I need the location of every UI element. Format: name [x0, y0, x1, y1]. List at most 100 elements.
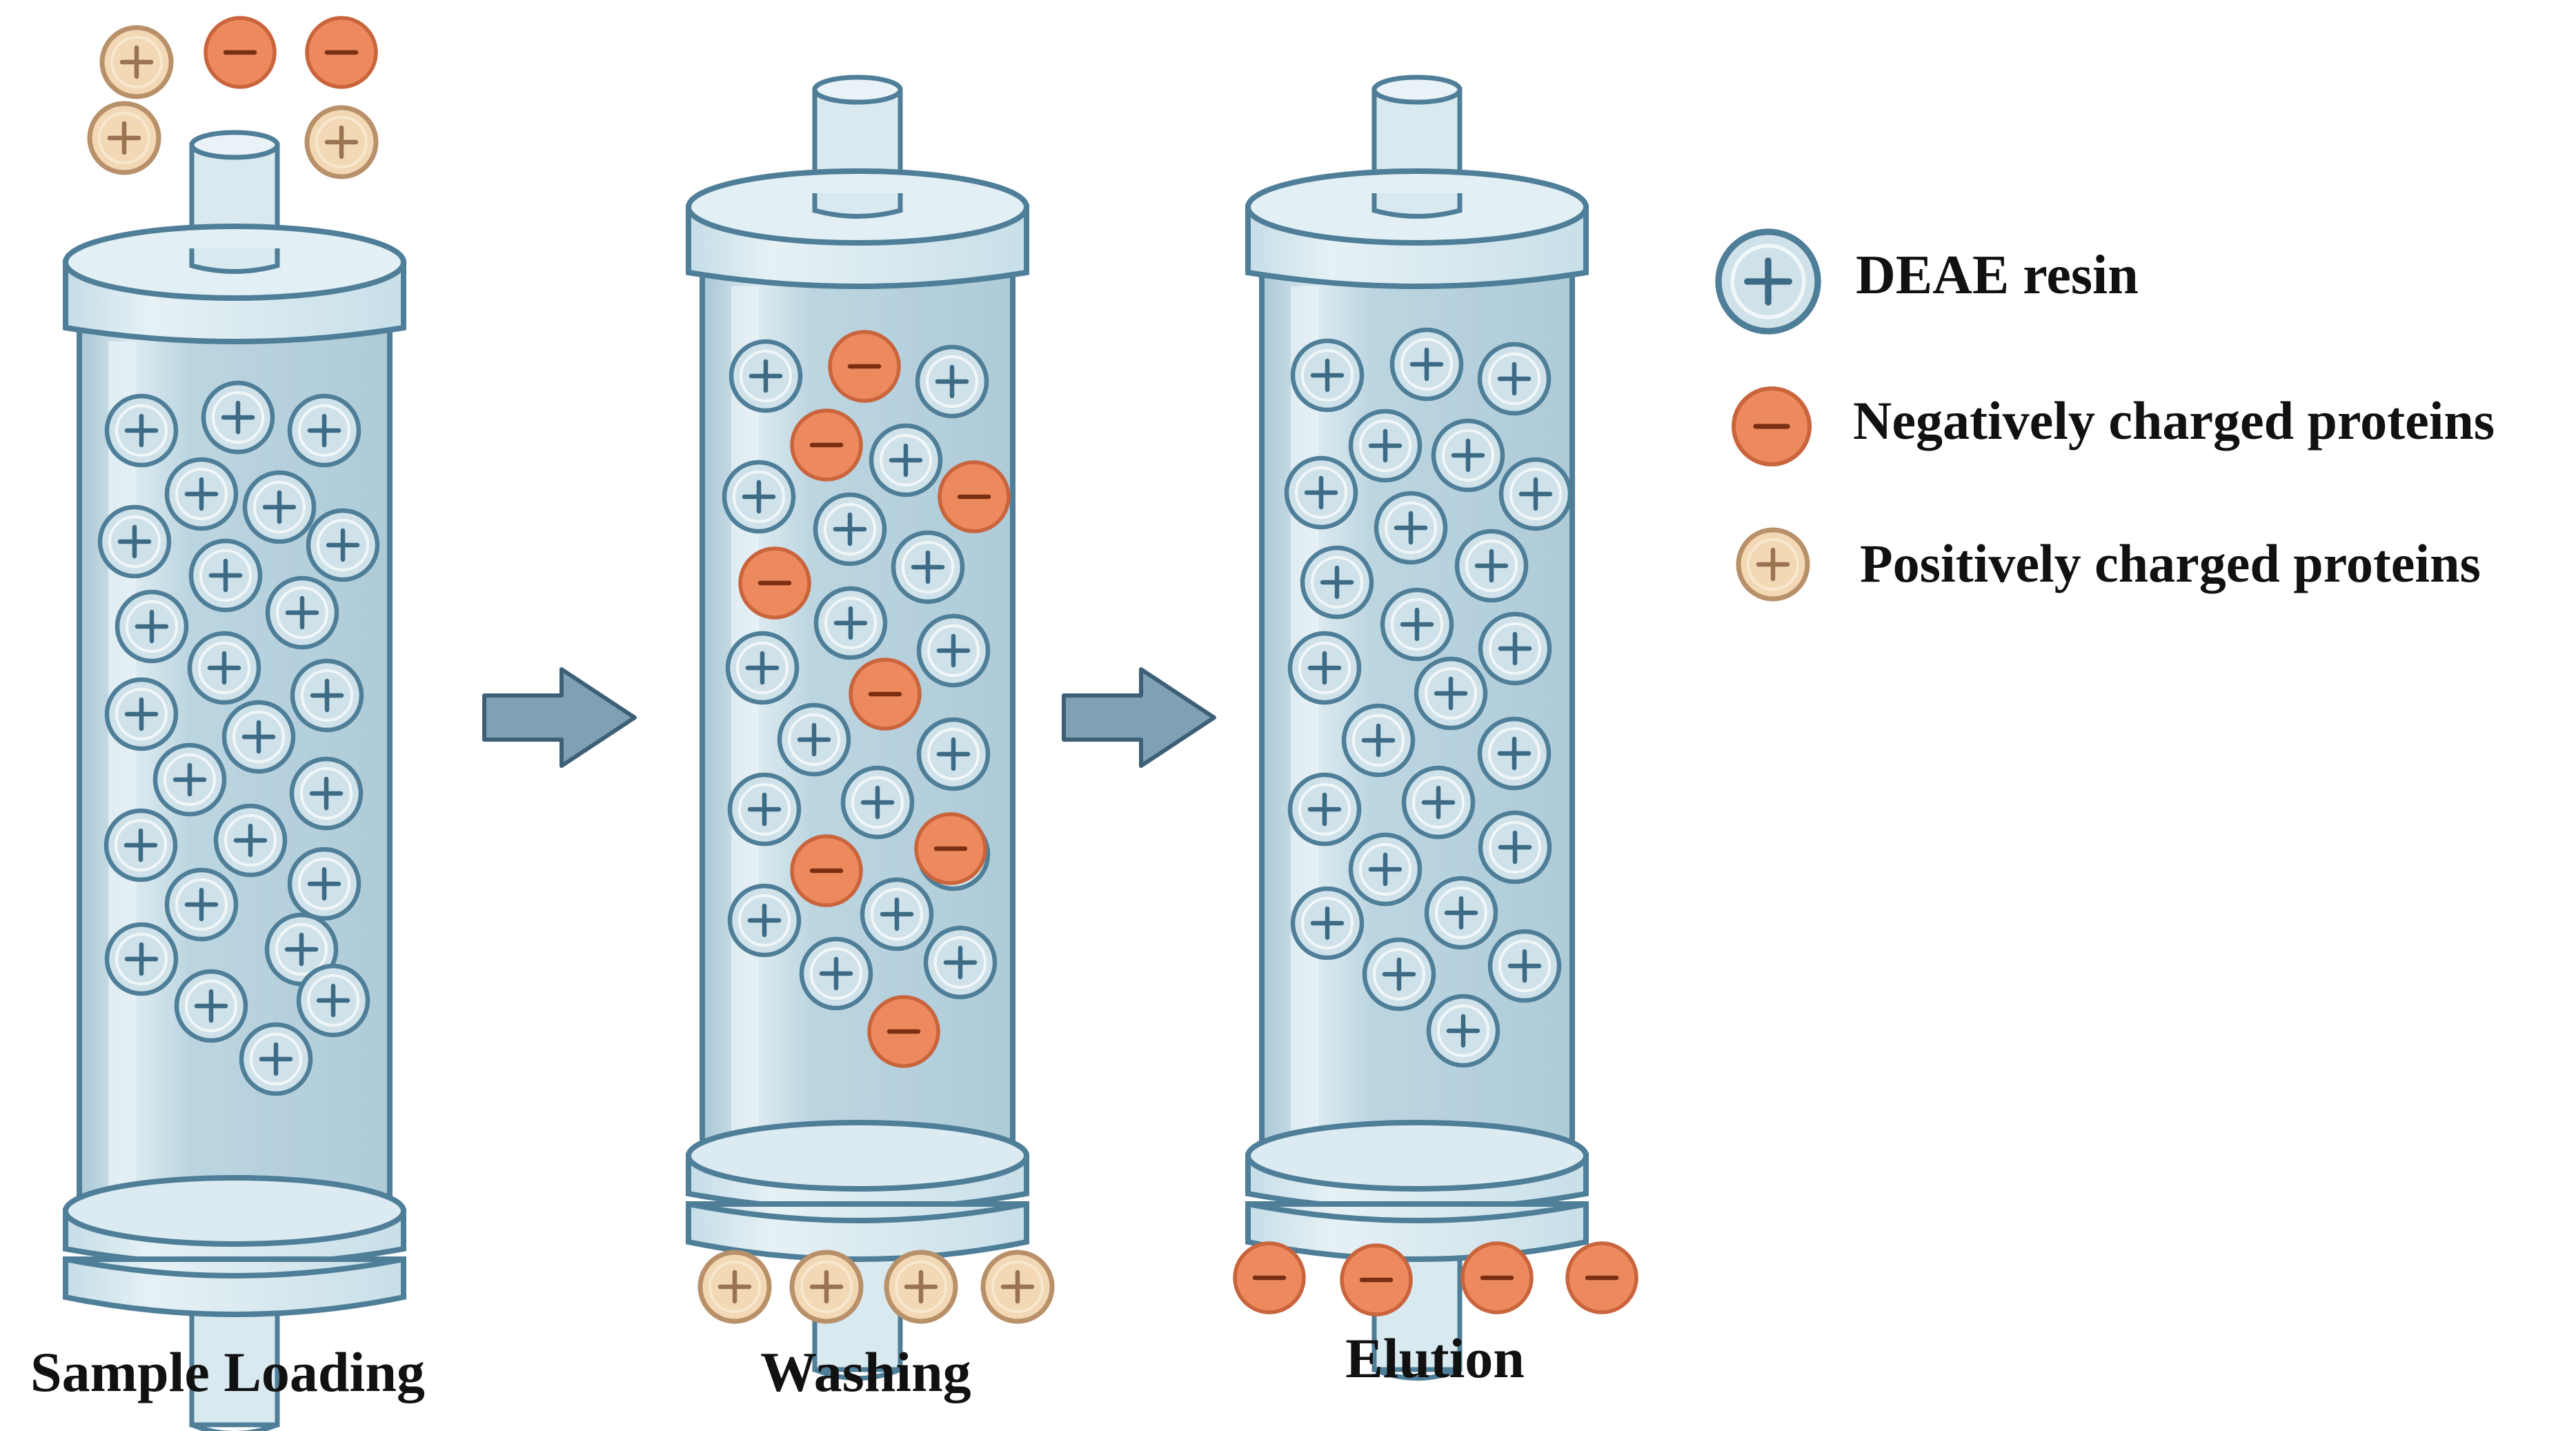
deae-resin-bead: [1348, 832, 1423, 907]
deae-resin-bead: [1414, 656, 1488, 731]
deae-resin-bead: [287, 847, 361, 921]
deae-resin-bead: [1426, 994, 1500, 1068]
negative-protein: [1565, 1241, 1638, 1314]
positive-protein: [980, 1250, 1055, 1324]
negative-protein: [204, 16, 277, 89]
deae-resin-bead: [174, 969, 248, 1043]
deae-resin-bead: [916, 613, 991, 688]
deae-resin-bead: [242, 470, 317, 544]
deae-resin-bead: [1389, 327, 1464, 402]
deae-resin-bead: [239, 1022, 313, 1096]
legend: DEAE resin Negatively charged proteins P…: [1715, 228, 2495, 602]
deae-resin-bead: [104, 393, 179, 468]
negative-protein: [790, 834, 863, 907]
deae-resin-bead: [1284, 455, 1358, 530]
deae-resin-bead: [213, 803, 288, 878]
deae-resin-bead: [104, 922, 179, 996]
deae-resin-bead: [1477, 716, 1552, 791]
deae-resin-bead: [104, 677, 179, 751]
deae-resin-bead: [1290, 886, 1365, 960]
legend-positive-protein-icon: [1736, 527, 1810, 602]
step-arrow-1: [482, 667, 637, 768]
negative-protein: [1233, 1241, 1306, 1314]
deae-resin-bead: [296, 963, 370, 1038]
deae-resin-bead: [1374, 491, 1448, 565]
deae-resin-bead: [1431, 418, 1505, 493]
deae-resin-bead: [265, 575, 339, 650]
step-arrow-2: [1062, 667, 1216, 768]
deae-resin-bead: [115, 589, 189, 664]
positive-protein: [304, 105, 379, 179]
negative-protein: [828, 330, 901, 403]
deae-resin-bead: [1454, 529, 1529, 603]
deae-resin-bead: [727, 883, 802, 958]
deae-resin-bead: [725, 631, 800, 705]
deae-resin-bead: [1715, 228, 1821, 335]
deae-resin-bead: [1300, 545, 1374, 620]
legend-label-positive: Positively charged proteins: [1860, 533, 2481, 593]
column-elution: [1245, 75, 1589, 1381]
deae-resin-bead: [152, 742, 227, 817]
deae-resin-bead: [103, 808, 178, 882]
negative-protein: [914, 812, 987, 885]
positive-protein: [99, 25, 174, 99]
deae-resin-bead: [1401, 765, 1476, 840]
deae-resin-bead: [891, 530, 965, 604]
positive-protein: [697, 1250, 772, 1324]
deae-resin-bead: [777, 702, 851, 777]
legend-label-resin: DEAE resin: [1856, 245, 2139, 306]
step-label-washing: Washing: [760, 1341, 971, 1403]
deae-resin-bead: [869, 423, 943, 497]
particles-layer: [87, 16, 1638, 1324]
step-label-sample-loading: Sample Loading: [30, 1341, 425, 1403]
positive-protein: [87, 101, 161, 175]
deae-resin-bead: [729, 339, 803, 413]
deae-resin-bead: [1498, 457, 1573, 531]
deae-resin-bead: [221, 700, 296, 774]
deae-resin-bead: [164, 457, 239, 531]
deae-resin-bead: [722, 460, 796, 534]
negative-protein: [305, 16, 378, 89]
deae-resin-bead: [1487, 929, 1562, 1003]
deae-resin-bead: [1380, 587, 1454, 662]
deae-resin-bead: [1348, 408, 1423, 483]
deae-resin-bead: [287, 393, 361, 468]
deae-resin-bead: [1287, 772, 1362, 847]
negative-protein: [849, 658, 922, 731]
negative-protein: [1340, 1243, 1413, 1316]
deae-resin-bead: [187, 631, 261, 705]
deae-resin-bead: [188, 538, 263, 613]
positive-protein: [884, 1250, 958, 1324]
deae-resin-bead: [813, 492, 887, 566]
legend-label-negative: Negatively charged proteins: [1853, 391, 2495, 451]
negative-protein: [1460, 1241, 1534, 1314]
positive-protein: [789, 1250, 864, 1324]
legend-negative-protein-icon: [1731, 386, 1812, 467]
deae-resin-bead: [289, 756, 364, 831]
deae-resin-bead: [164, 867, 239, 942]
step-label-elution: Elution: [1345, 1327, 1525, 1390]
negative-protein: [938, 460, 1011, 533]
column-washing: [686, 75, 1029, 1381]
legend-resin-icon: [1715, 228, 1821, 335]
deae-resin-bead: [923, 925, 998, 1000]
positive-protein: [1736, 527, 1810, 602]
deae-resin-bead: [799, 936, 873, 1011]
deae-resin-bead: [290, 658, 364, 733]
deae-resin-bead: [840, 765, 915, 840]
columns-layer: [63, 75, 1589, 1431]
negative-protein: [1731, 386, 1812, 467]
negative-protein: [867, 995, 940, 1068]
deae-resin-bead: [306, 508, 380, 582]
deae-resin-bead: [1477, 342, 1552, 416]
deae-resin-bead: [813, 586, 888, 660]
deae-resin-bead: [1424, 876, 1498, 950]
deae-resin-bead: [1341, 703, 1416, 778]
deae-resin-bead: [916, 717, 991, 791]
deae-resin-bead: [860, 877, 934, 951]
deae-resin-bead: [1478, 611, 1552, 686]
deae-resin-bead: [1478, 810, 1552, 885]
negative-protein: [790, 408, 863, 482]
deae-resin-bead: [201, 380, 275, 455]
